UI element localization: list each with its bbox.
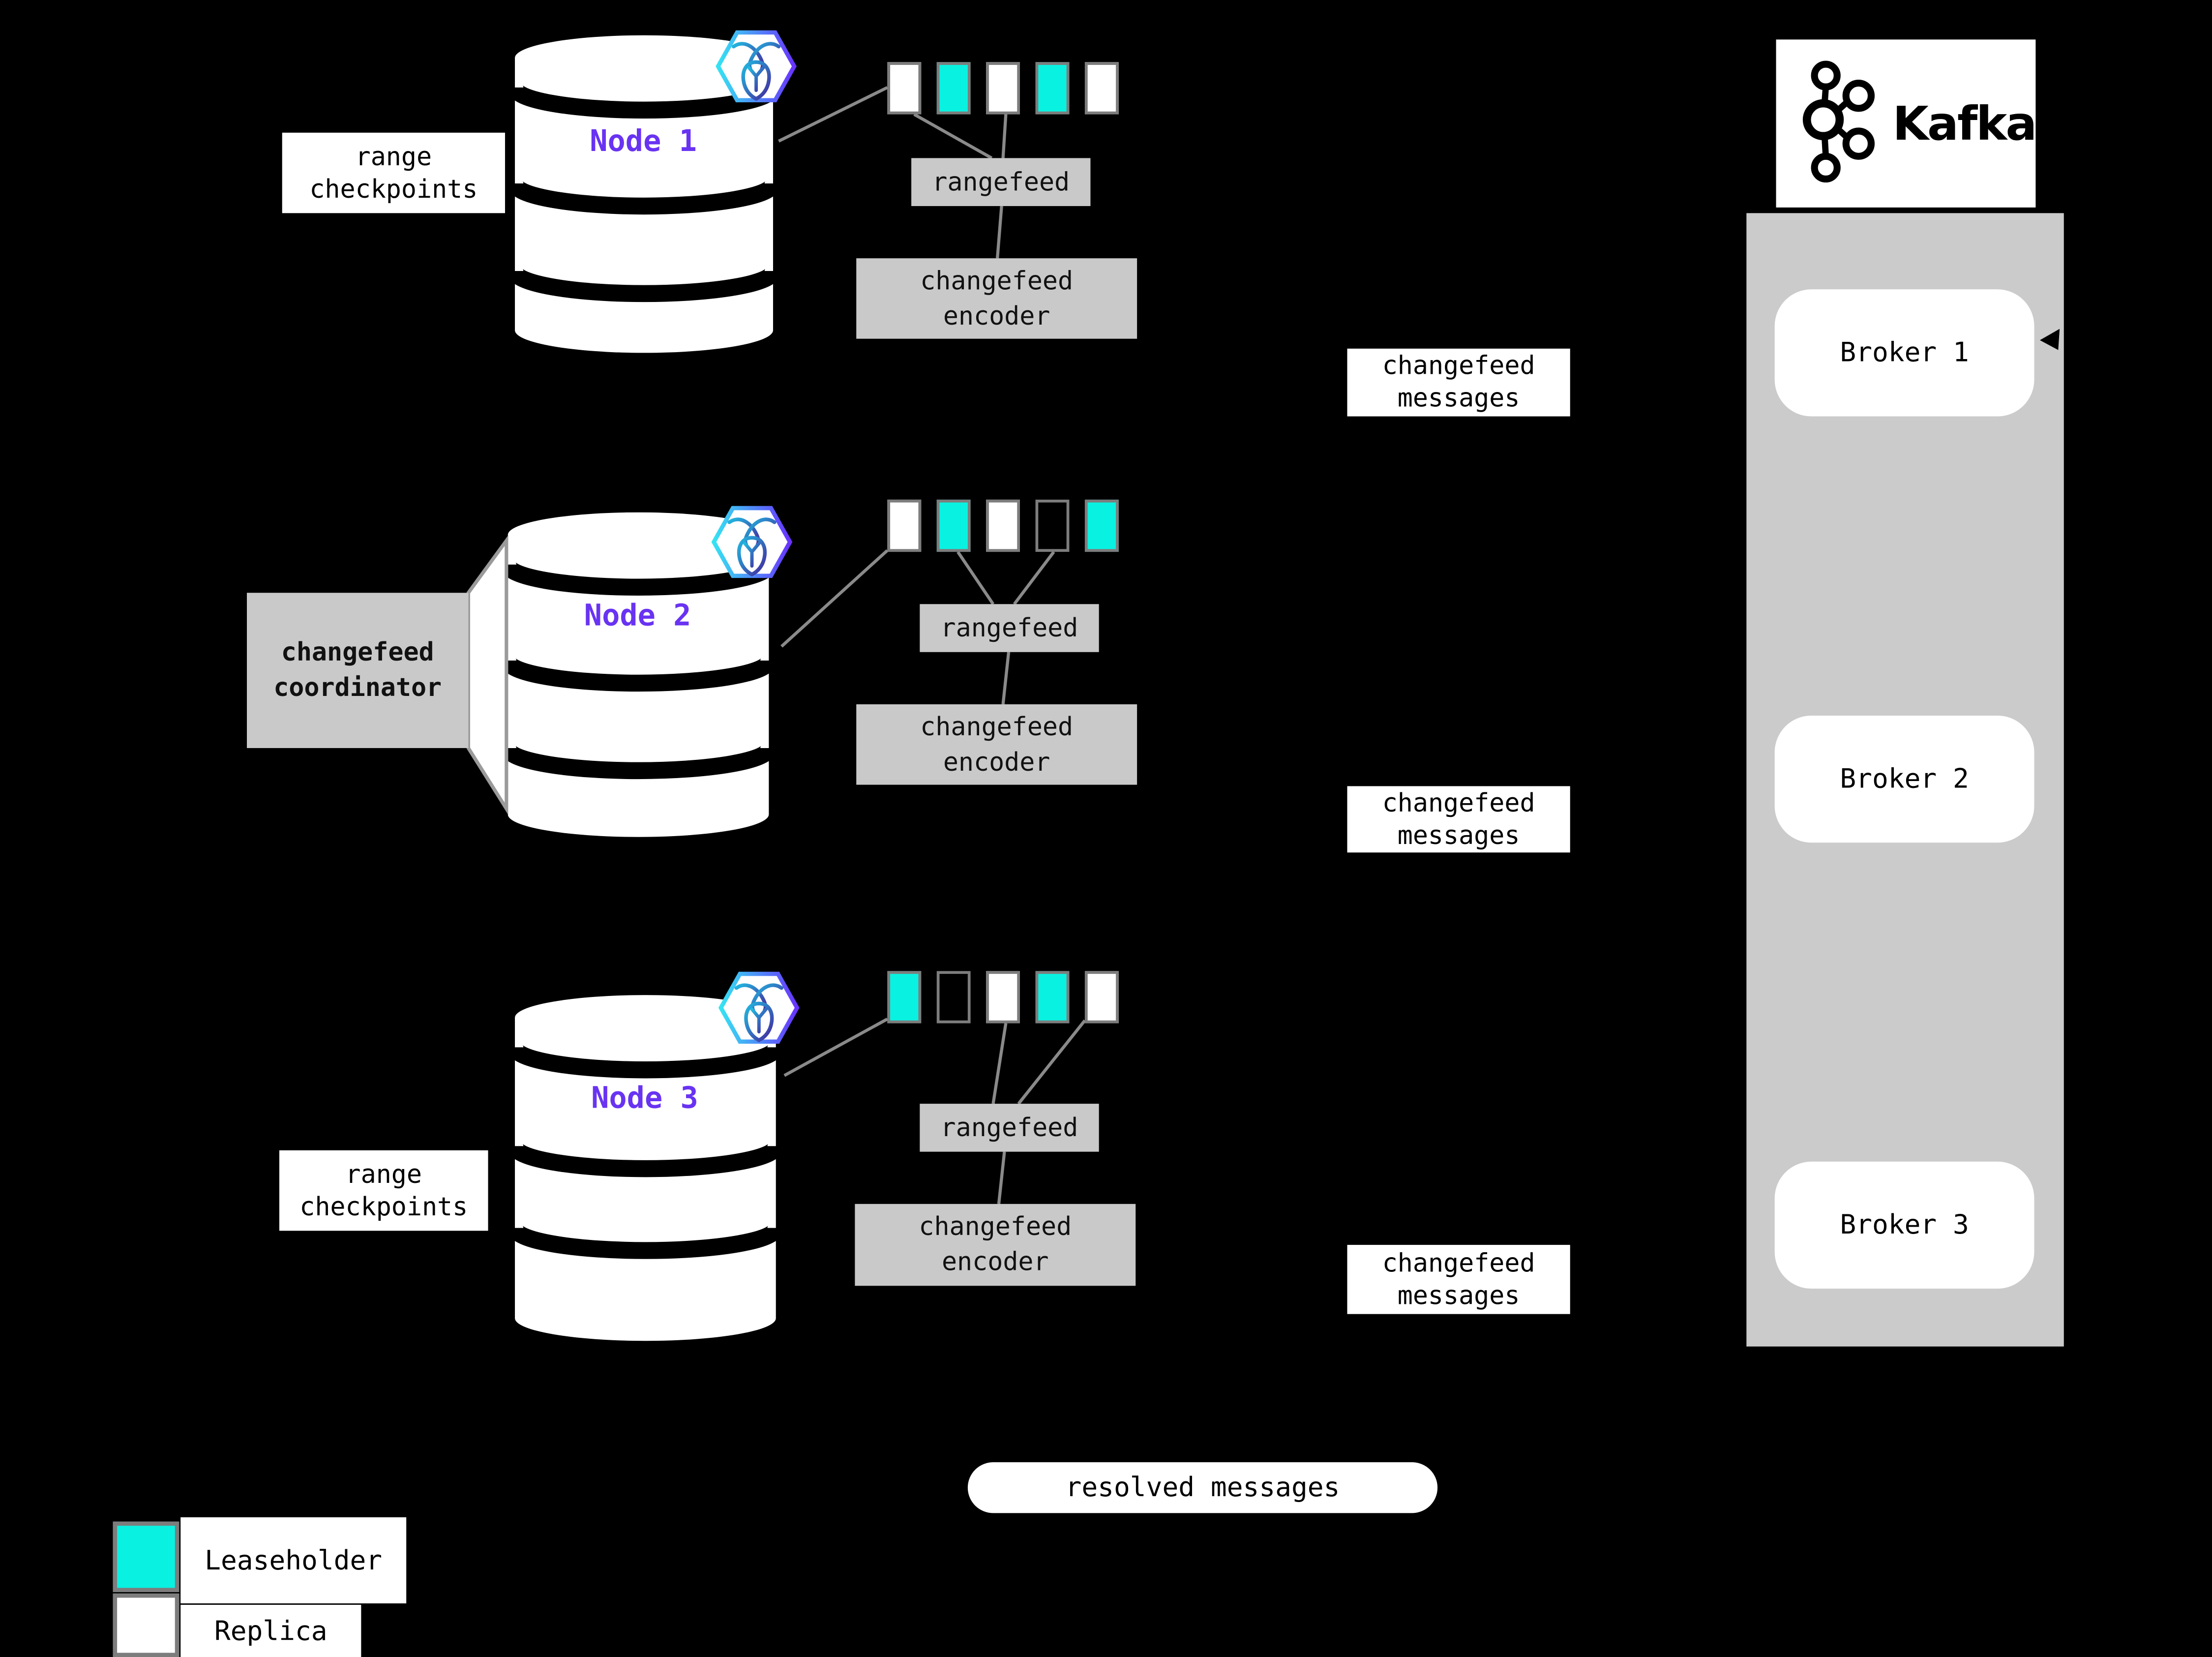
label-line: encoder xyxy=(943,747,1050,777)
node3-database-cylinder xyxy=(506,995,784,1341)
rangefeed-label: rangefeed xyxy=(940,613,1078,643)
rangefeed-label: rangefeed xyxy=(940,1113,1078,1143)
node1-label: Node 1 xyxy=(590,124,697,158)
label-line: Replica xyxy=(214,1615,328,1647)
range-empty xyxy=(1035,499,1070,552)
legend-replica-swatch xyxy=(113,1593,179,1657)
range-replica xyxy=(887,62,922,115)
broker-label: Broker 1 xyxy=(1840,337,1969,368)
node3-rangefeed-box: rangefeed xyxy=(920,1104,1099,1152)
range-leaseholder xyxy=(936,499,971,552)
kafka-broker-3: Broker 3 xyxy=(1774,1161,2034,1289)
label-line: checkpoints xyxy=(299,1192,468,1222)
label-line: changefeed xyxy=(281,638,434,668)
range-replica xyxy=(1084,62,1119,115)
label-line: encoder xyxy=(941,1247,1049,1278)
resolved-messages-label: resolved messages xyxy=(1065,1472,1340,1504)
range-leaseholder xyxy=(1084,499,1119,552)
node1-changefeed-encoder-box: changefeed encoder xyxy=(856,258,1137,339)
range-checkpoints-label-1: range checkpoints xyxy=(282,132,505,213)
kafka-brand-label: Kafka xyxy=(1892,96,2037,151)
label-line: changefeed xyxy=(1382,788,1535,818)
changefeed-messages-label-2: changefeed messages xyxy=(1347,786,1570,853)
node3-connector-lines xyxy=(783,1018,1086,1205)
broker-label: Broker 3 xyxy=(1840,1209,1969,1241)
changefeed-messages-label-3: changefeed messages xyxy=(1347,1245,1570,1314)
rangefeed-label: rangefeed xyxy=(932,167,1070,197)
broker1-arrowhead xyxy=(2039,329,2060,350)
label-line: coordinator xyxy=(273,673,442,703)
label-line: range xyxy=(355,142,432,172)
node3-changefeed-encoder-box: changefeed encoder xyxy=(855,1204,1136,1286)
range-checkpoints-label-2: range checkpoints xyxy=(279,1150,488,1231)
range-replica xyxy=(1084,971,1119,1024)
cockroachdb-logo-icon xyxy=(721,974,797,1042)
node3-label: Node 3 xyxy=(591,1081,698,1115)
node2-connector-lines xyxy=(780,549,1055,705)
legend-replica-label: Replica xyxy=(180,1604,361,1657)
range-leaseholder xyxy=(887,971,922,1024)
broker-label: Broker 2 xyxy=(1840,763,1969,795)
kafka-logo-box: Kafka xyxy=(1776,39,2037,208)
kafka-broker-2: Broker 2 xyxy=(1774,715,2034,843)
range-replica xyxy=(986,62,1020,115)
range-leaseholder xyxy=(1035,62,1070,115)
label-line: changefeed xyxy=(919,1212,1072,1242)
label-line: changefeed xyxy=(1382,351,1535,381)
range-empty xyxy=(936,971,971,1024)
resolved-messages-pill: resolved messages xyxy=(967,1462,1438,1513)
label-line: encoder xyxy=(943,301,1050,331)
label-line: checkpoints xyxy=(309,174,478,204)
label-line: messages xyxy=(1397,820,1520,850)
node1-ranges xyxy=(887,62,1119,115)
label-line: range xyxy=(345,1159,422,1189)
node1-connector-lines xyxy=(778,86,1008,259)
label-line: messages xyxy=(1397,384,1520,414)
coordinator-arrowhead xyxy=(227,635,246,652)
label-line: Leaseholder xyxy=(205,1544,383,1576)
label-line: changefeed xyxy=(920,266,1074,296)
range-leaseholder xyxy=(1035,971,1070,1024)
label-line: messages xyxy=(1397,1281,1520,1311)
node2-ranges xyxy=(887,499,1119,552)
label-line: changefeed xyxy=(1382,1248,1535,1278)
label-line: changefeed xyxy=(920,712,1074,742)
legend-leaseholder-swatch xyxy=(113,1521,179,1593)
range-leaseholder xyxy=(936,62,971,115)
node2-changefeed-encoder-box: changefeed encoder xyxy=(856,704,1137,785)
cockroachdb-logo-icon xyxy=(714,508,790,576)
legend-leaseholder-label: Leaseholder xyxy=(180,1517,407,1603)
changefeed-messages-label-1: changefeed messages xyxy=(1347,348,1570,417)
node2-rangefeed-box: rangefeed xyxy=(920,604,1099,652)
node1-rangefeed-box: rangefeed xyxy=(911,158,1091,206)
cockroachdb-logo-icon xyxy=(718,32,794,100)
node3-ranges xyxy=(887,971,1119,1024)
node2-label: Node 2 xyxy=(584,598,691,633)
range-replica xyxy=(986,499,1020,552)
range-replica xyxy=(887,499,922,552)
range-replica xyxy=(986,971,1020,1024)
coordinator-flag-strip xyxy=(466,535,508,815)
kafka-logo-icon xyxy=(1802,60,1875,183)
changefeed-coordinator-box: changefeed coordinator xyxy=(247,593,469,748)
kafka-broker-1: Broker 1 xyxy=(1774,289,2034,417)
